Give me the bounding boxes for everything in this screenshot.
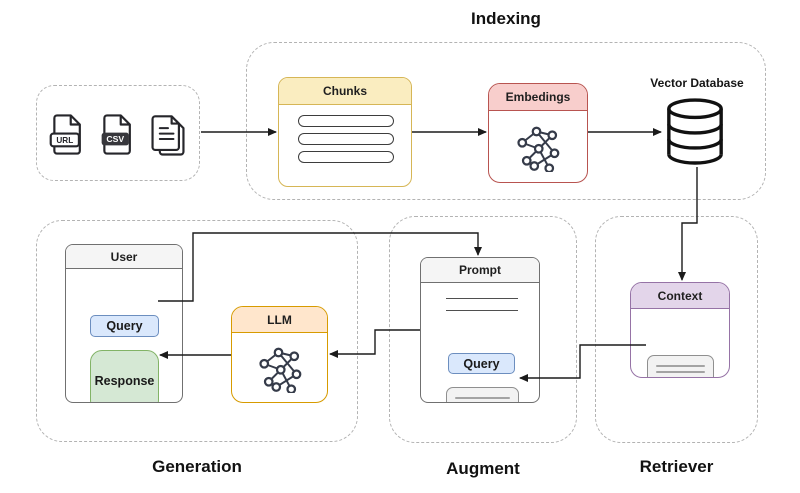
context-title: Context bbox=[631, 283, 729, 309]
llm-title: LLM bbox=[232, 307, 327, 333]
csv-file-icon: CSV bbox=[101, 113, 131, 155]
url-file-label: URL bbox=[56, 136, 73, 145]
context-node: Context bbox=[630, 282, 730, 378]
retriever-section bbox=[595, 216, 758, 443]
generation-section-label: Generation bbox=[152, 457, 242, 476]
neural-network-icon bbox=[517, 126, 560, 172]
chunks-title: Chunks bbox=[279, 78, 411, 105]
prompt-node: Prompt Query bbox=[420, 257, 540, 403]
chunk-line bbox=[298, 133, 394, 145]
vector-database-title: Vector Database bbox=[650, 76, 744, 90]
embeddings-title: Embedings bbox=[489, 84, 587, 111]
retriever-section-label: Retriever bbox=[639, 457, 714, 476]
data-sources-group bbox=[36, 85, 200, 181]
text-line bbox=[656, 365, 705, 367]
augment-section-label: Augment bbox=[446, 459, 520, 478]
user-title: User bbox=[66, 245, 182, 269]
context-snippet bbox=[647, 355, 714, 378]
url-file-icon: URL bbox=[49, 113, 81, 155]
text-line bbox=[446, 310, 518, 311]
csv-file-label: CSV bbox=[106, 134, 124, 144]
chunk-line bbox=[298, 115, 394, 127]
text-line bbox=[455, 397, 510, 400]
database-icon bbox=[667, 98, 723, 165]
documents-icon bbox=[151, 114, 185, 156]
indexing-section bbox=[246, 42, 766, 200]
prompt-title: Prompt bbox=[421, 258, 539, 283]
text-line bbox=[656, 371, 705, 373]
embeddings-node: Embedings bbox=[488, 83, 588, 183]
indexing-section-label: Indexing bbox=[471, 9, 541, 28]
prompt-query-chip: Query bbox=[448, 353, 515, 374]
user-query-chip: Query bbox=[90, 315, 159, 337]
prompt-context-snippet bbox=[446, 387, 519, 402]
text-line bbox=[656, 377, 705, 378]
chunks-node: Chunks bbox=[278, 77, 412, 187]
chunk-line bbox=[298, 151, 394, 163]
source-files: URL CSV bbox=[48, 109, 188, 159]
neural-network-icon bbox=[258, 347, 301, 393]
text-line bbox=[446, 298, 518, 299]
llm-node: LLM bbox=[231, 306, 328, 403]
user-node: User Query Response bbox=[65, 244, 183, 403]
user-response-chip: Response bbox=[90, 350, 159, 402]
